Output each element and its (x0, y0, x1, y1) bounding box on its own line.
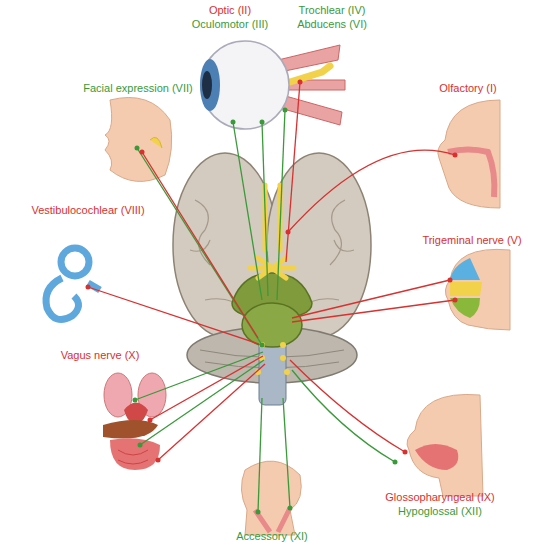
nerve-label: Glossopharyngeal (IX) (385, 491, 494, 504)
neck-head (241, 461, 301, 535)
mouth-head (407, 394, 483, 496)
brain (173, 153, 371, 405)
nerve-label: Optic (II) (209, 4, 251, 17)
nerve-label: Olfactory (I) (439, 82, 496, 95)
nerve-label: Trigeminal nerve (V) (422, 234, 521, 247)
nerve-label: Vestibulocochlear (VIII) (31, 204, 144, 217)
nerve-label: Trochlear (IV) (299, 4, 366, 17)
nose-head (438, 100, 500, 208)
face-head (105, 98, 172, 182)
inner-ear (46, 248, 100, 320)
nerve-label: Hypoglossal (XII) (398, 505, 482, 518)
nerve-lines (88, 82, 455, 512)
nerve-label: Vagus nerve (X) (61, 349, 140, 362)
organs (103, 373, 166, 470)
nerve-dots (86, 80, 458, 515)
nerve-label: Abducens (VI) (297, 18, 367, 31)
nerve-label: Oculomotor (III) (192, 18, 268, 31)
trigeminal-head (445, 249, 510, 330)
nerve-label: Facial expression (VII) (83, 82, 192, 95)
eye (200, 41, 345, 129)
nerve-label: Accessory (XI) (236, 530, 308, 543)
